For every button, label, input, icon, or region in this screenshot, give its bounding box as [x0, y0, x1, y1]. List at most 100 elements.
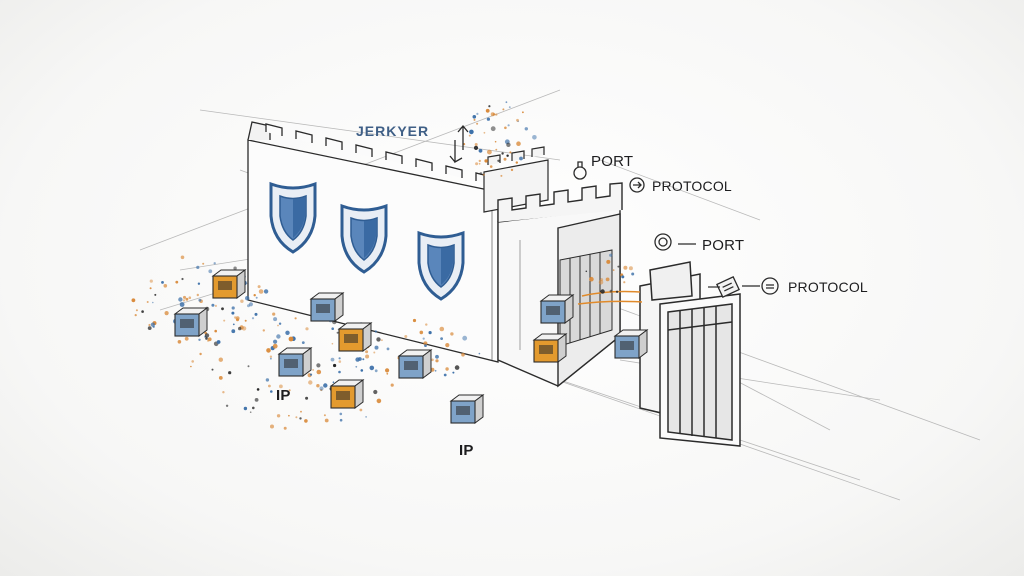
data-particle: [621, 275, 625, 279]
data-particle: [330, 357, 335, 362]
port-label: PORT: [591, 153, 634, 170]
data-particle: [148, 323, 151, 327]
data-particle: [253, 294, 256, 297]
data-particle: [532, 135, 537, 140]
data-particle: [270, 390, 273, 393]
data-particle: [434, 369, 437, 372]
data-particle: [149, 287, 152, 290]
packet-icon: [329, 379, 365, 409]
data-particle: [265, 378, 270, 382]
data-particle: [362, 358, 365, 361]
data-particle: [268, 384, 271, 388]
battlements: [265, 123, 493, 185]
data-particle: [295, 416, 298, 419]
data-particle: [305, 327, 309, 331]
data-particle: [266, 348, 271, 353]
data-particle: [294, 317, 297, 320]
data-particle: [205, 337, 208, 340]
arrows-icon: [449, 124, 469, 164]
data-particle: [501, 152, 504, 155]
data-particle: [299, 417, 302, 420]
data-particle: [272, 312, 276, 316]
data-particle: [598, 280, 604, 285]
data-particle: [161, 281, 164, 284]
data-particle: [439, 326, 445, 332]
data-particle: [255, 296, 258, 299]
data-particle: [338, 370, 341, 374]
data-particle: [319, 386, 324, 391]
data-particle: [238, 326, 242, 331]
data-particle: [214, 329, 217, 333]
data-particle: [196, 293, 199, 297]
data-particle: [225, 404, 229, 407]
data-particle: [478, 159, 481, 163]
gate-icon: [639, 261, 741, 447]
data-particle: [270, 357, 272, 360]
data-particle: [135, 309, 138, 312]
packet-icon: [211, 269, 247, 299]
data-particle: [373, 351, 376, 354]
data-particle: [376, 398, 382, 404]
data-particle: [497, 159, 500, 162]
data-particle: [452, 371, 455, 374]
data-particle: [424, 344, 427, 347]
data-particle: [323, 383, 328, 388]
data-particle: [494, 140, 497, 143]
data-particle: [516, 118, 519, 122]
data-particle: [273, 317, 278, 322]
data-particle: [331, 327, 335, 331]
data-particle: [428, 331, 432, 335]
data-particle: [386, 372, 389, 375]
data-particle: [233, 266, 237, 270]
data-particle: [301, 341, 305, 344]
data-particle: [506, 154, 509, 157]
data-particle: [223, 319, 226, 322]
packet-icon: [173, 307, 209, 337]
data-particle: [524, 127, 528, 131]
data-particle: [243, 406, 248, 411]
data-particle: [316, 369, 322, 375]
data-particle: [247, 304, 250, 308]
packet-icon: [309, 292, 345, 322]
data-particle: [440, 337, 443, 340]
data-particle: [288, 389, 291, 392]
data-particle: [503, 157, 507, 161]
data-particle: [495, 148, 498, 151]
data-particle: [131, 298, 136, 303]
data-particle: [509, 151, 512, 154]
data-particle: [500, 174, 503, 177]
data-particle: [134, 314, 137, 317]
data-particle: [178, 297, 183, 302]
data-particle: [461, 352, 465, 357]
data-particle: [231, 329, 236, 334]
data-particle: [263, 289, 269, 294]
data-particle: [316, 384, 320, 388]
data-particle: [609, 253, 613, 257]
data-particle: [365, 354, 370, 359]
data-particle: [605, 277, 610, 282]
data-particle: [231, 311, 235, 315]
data-particle: [478, 162, 481, 165]
data-particle: [247, 365, 250, 368]
data-particle: [216, 340, 221, 344]
packet-icon: [337, 322, 373, 352]
data-particle: [355, 365, 358, 368]
data-particle: [285, 330, 290, 335]
data-particle: [231, 306, 235, 310]
data-particle: [252, 406, 255, 410]
data-particle: [276, 334, 281, 339]
data-particle: [445, 367, 449, 371]
data-particle: [276, 414, 281, 418]
data-particle: [489, 165, 493, 168]
data-particle: [272, 343, 278, 349]
data-particle: [198, 338, 201, 341]
data-particle: [589, 276, 594, 282]
data-particle: [450, 332, 454, 336]
data-particle: [462, 335, 468, 341]
data-particle: [331, 342, 334, 345]
data-particle: [202, 262, 205, 265]
data-particle: [218, 357, 223, 362]
data-particle: [390, 383, 394, 387]
data-particle: [254, 312, 258, 316]
